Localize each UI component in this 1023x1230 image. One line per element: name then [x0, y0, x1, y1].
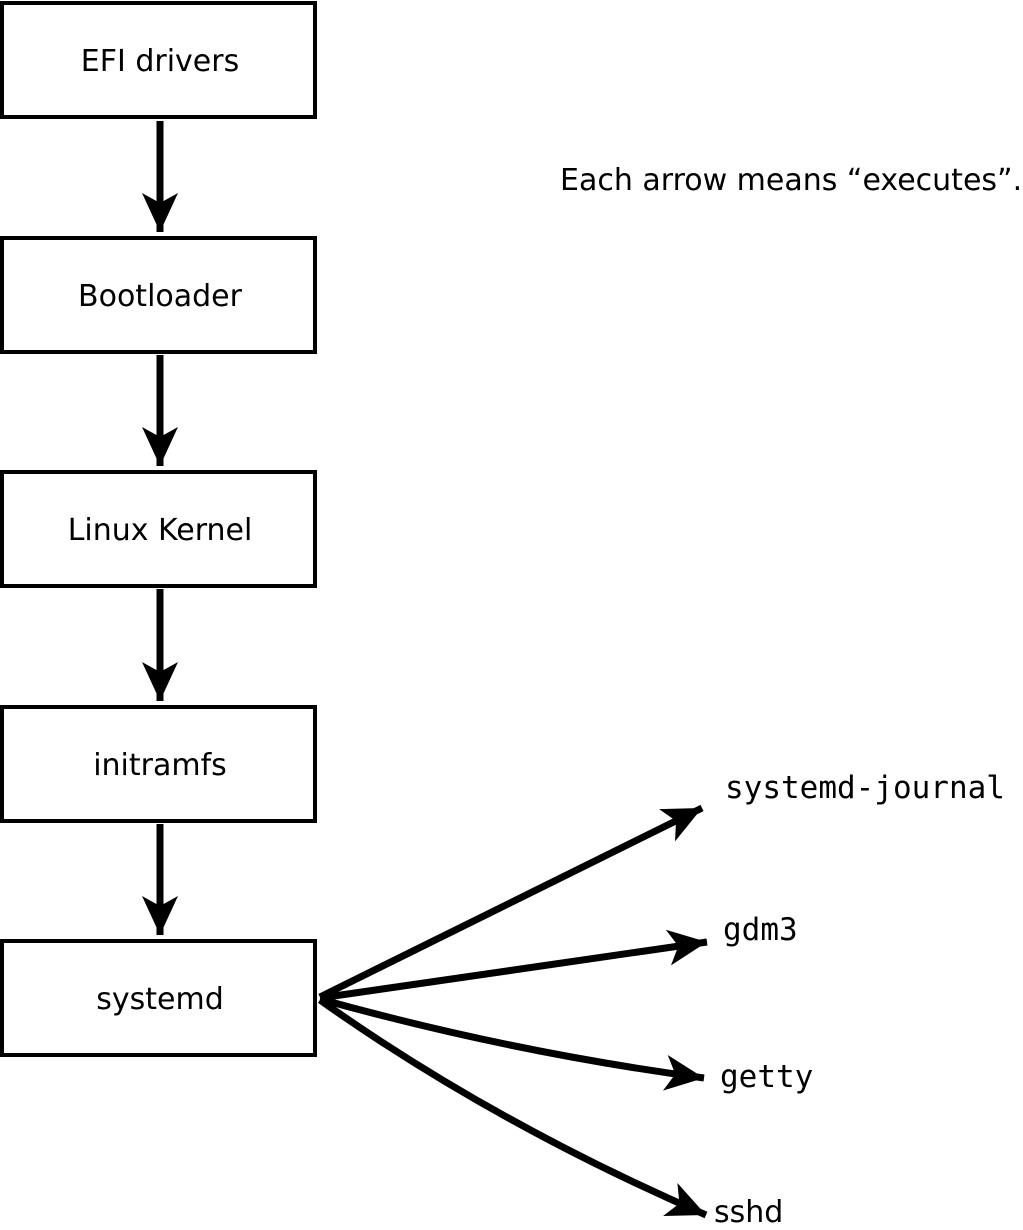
node-initramfs: initramfs [0, 705, 317, 823]
label-sshd: sshd [714, 1195, 783, 1230]
node-label: Bootloader [78, 279, 243, 314]
node-label: systemd [96, 982, 224, 1017]
arrow-systemd-to-gdm3 [319, 929, 708, 1002]
node-efi-drivers: EFI drivers [0, 1, 317, 119]
arrow-systemd-to-getty [319, 995, 705, 1091]
node-box [0, 470, 317, 588]
label-getty: getty [720, 1059, 813, 1095]
node-box [0, 705, 317, 823]
node-label: EFI drivers [81, 44, 239, 79]
annotation-note: Each arrow means “executes”. [560, 163, 1022, 198]
node-linux-kernel: Linux Kernel [0, 470, 317, 588]
node-bootloader: Bootloader [0, 236, 317, 354]
arrow-systemd-to-sshd [317, 997, 708, 1219]
arrow-systemd-to-systemd-journal [318, 804, 704, 1001]
node-box [0, 939, 317, 1057]
label-gdm3: gdm3 [723, 912, 798, 948]
node-label: Linux Kernel [68, 513, 253, 548]
node-systemd: systemd [0, 939, 317, 1057]
node-label: initramfs [93, 748, 227, 783]
label-systemd-journal: systemd-journal [725, 770, 1005, 806]
node-box [0, 236, 317, 354]
node-box [0, 1, 317, 119]
